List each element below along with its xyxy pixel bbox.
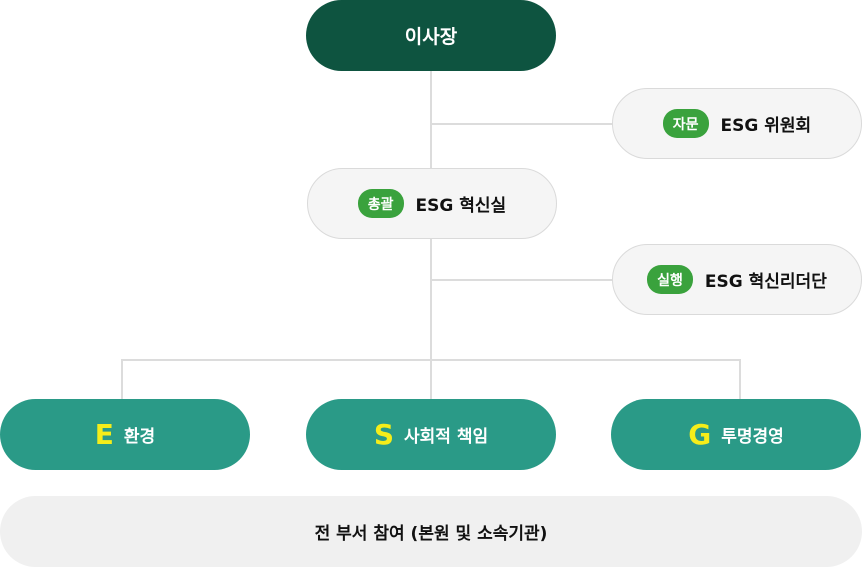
pillar-g-letter: G (688, 417, 712, 451)
pillar-e-label: 환경 (123, 427, 156, 447)
office-node: 총괄 ESG 혁신실 (307, 168, 557, 239)
pillar-governance: G 투명경영 (611, 399, 861, 470)
pillar-e-letter: E (94, 417, 114, 451)
leaders-tag: 실행 (647, 265, 693, 294)
office-tag: 총괄 (357, 189, 404, 218)
leaders-node: 실행 ESG 혁신리더단 (612, 244, 862, 315)
pillar-g-label: 투명경영 (721, 427, 784, 447)
pillar-social: S 사회적 책임 (306, 399, 556, 470)
pillar-s-letter: S (373, 417, 395, 451)
committee-tag: 자문 (662, 109, 709, 138)
leaders-label: ESG 혁신리더단 (704, 272, 827, 292)
chairman-node: 이사장 (306, 0, 556, 71)
committee-label: ESG 위원회 (720, 116, 812, 136)
connector-pillar-g (739, 359, 741, 401)
participation-label: 전 부서 참여 (본원 및 소속기관) (314, 524, 548, 544)
participation-bar: 전 부서 참여 (본원 및 소속기관) (0, 496, 862, 567)
chairman-label: 이사장 (404, 26, 458, 48)
connector-pillar-e (121, 359, 123, 401)
connector-pillars-horizontal (121, 359, 741, 361)
committee-node: 자문 ESG 위원회 (612, 88, 862, 159)
office-label: ESG 혁신실 (415, 196, 507, 216)
connector-leaders (430, 279, 614, 281)
pillar-s-label: 사회적 책임 (404, 427, 489, 447)
connector-committee (430, 123, 614, 125)
pillar-environment: E 환경 (0, 399, 250, 470)
